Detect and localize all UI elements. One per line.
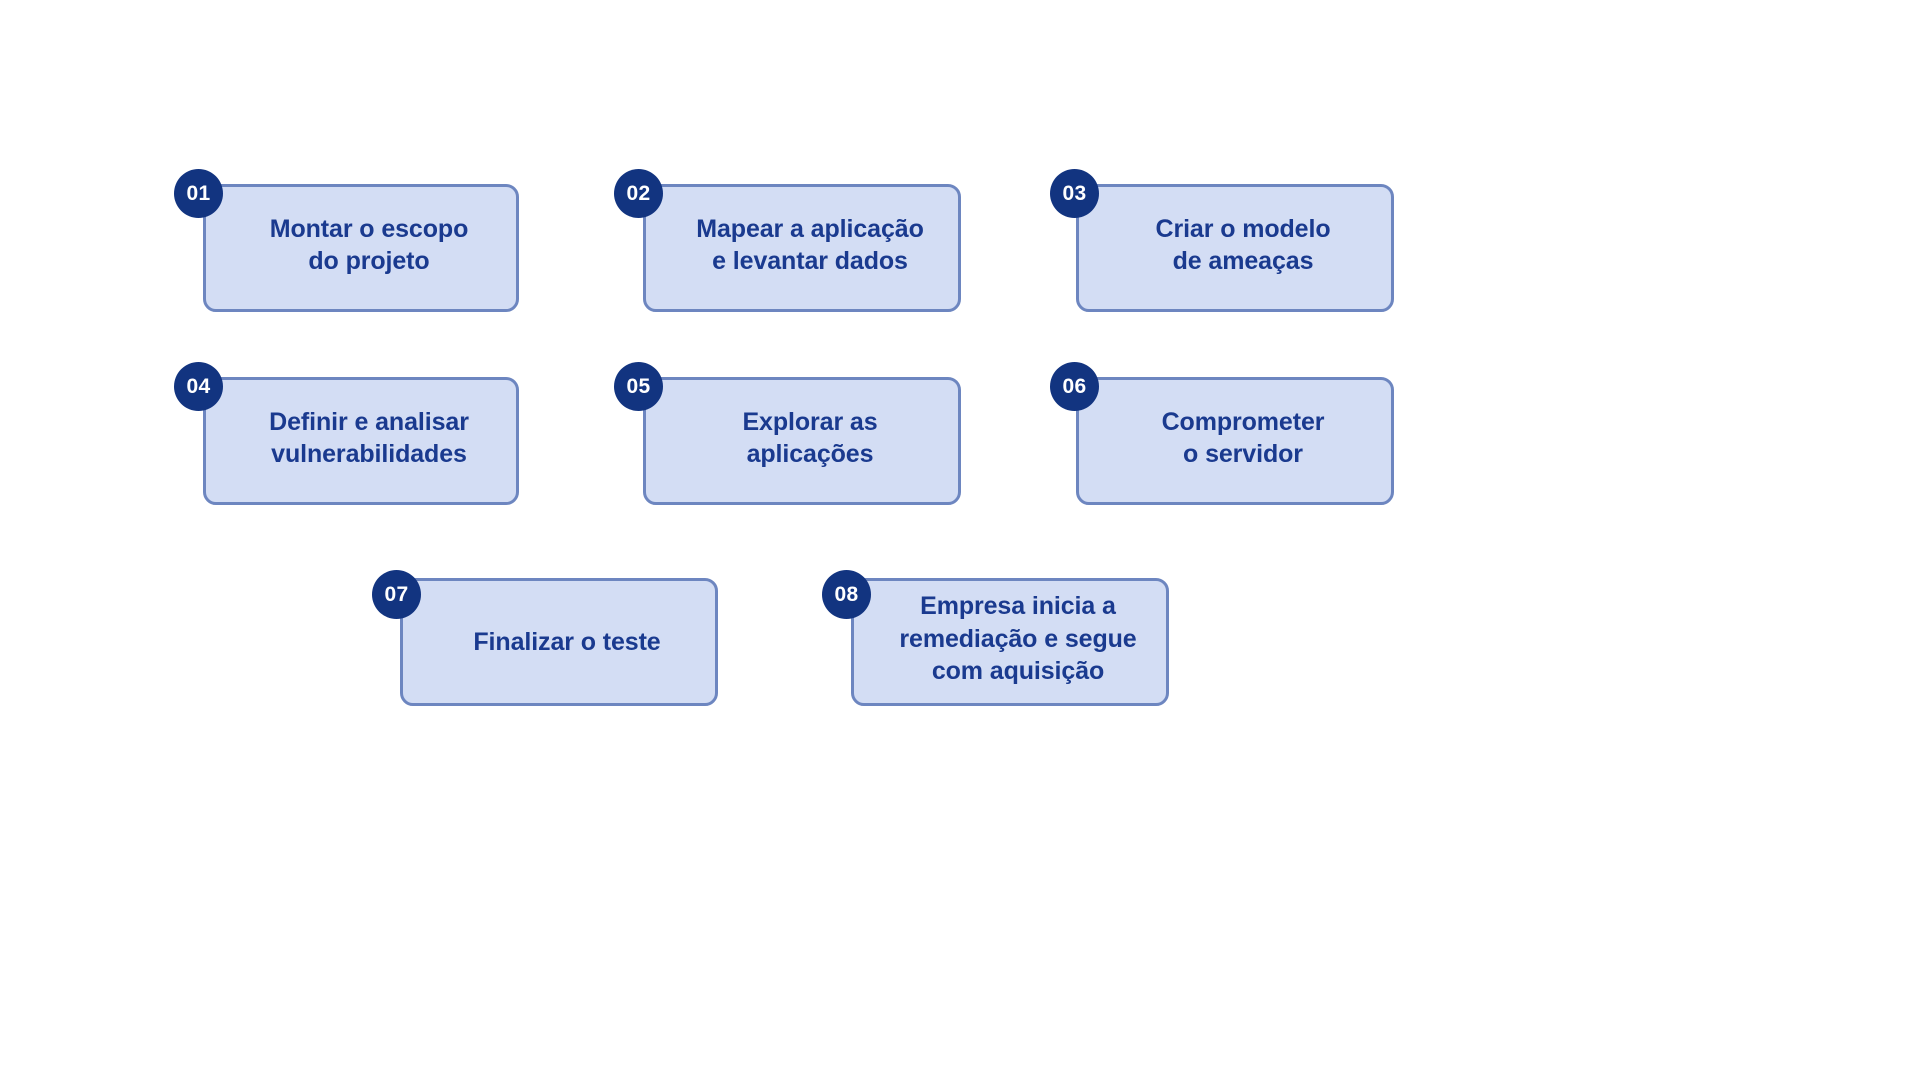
step-label-07: Finalizar o teste bbox=[473, 627, 661, 656]
step-badge-01[interactable]: 01 bbox=[174, 169, 223, 218]
step-label-04: Definir e analisar vulnerabilidades bbox=[269, 407, 469, 469]
step-number-02: 02 bbox=[626, 181, 651, 205]
step-badge-02[interactable]: 02 bbox=[614, 169, 663, 218]
step-number-07: 07 bbox=[384, 582, 409, 606]
step-label-08: Empresa inicia a remediação e segue com … bbox=[899, 592, 1137, 686]
step-badge-05[interactable]: 05 bbox=[614, 362, 663, 411]
step-card-06[interactable]: Comprometer o servidor bbox=[1076, 377, 1394, 505]
step-number-08: 08 bbox=[834, 582, 859, 606]
step-badge-03[interactable]: 03 bbox=[1050, 169, 1099, 218]
step-number-01: 01 bbox=[186, 181, 211, 205]
step-badge-04[interactable]: 04 bbox=[174, 362, 223, 411]
step-number-03: 03 bbox=[1062, 181, 1087, 205]
step-label-05: Explorar as aplicações bbox=[742, 407, 878, 469]
step-number-04: 04 bbox=[186, 374, 211, 398]
step-card-07[interactable]: Finalizar o teste bbox=[400, 578, 718, 706]
step-label-06: Comprometer o servidor bbox=[1161, 407, 1325, 469]
step-card-01[interactable]: Montar o escopo do projeto bbox=[203, 184, 519, 312]
step-card-08[interactable]: Empresa inicia a remediação e segue com … bbox=[851, 578, 1169, 706]
step-card-05[interactable]: Explorar as aplicações bbox=[643, 377, 961, 505]
step-badge-08[interactable]: 08 bbox=[822, 570, 871, 619]
step-badge-07[interactable]: 07 bbox=[372, 570, 421, 619]
step-number-06: 06 bbox=[1062, 374, 1087, 398]
step-label-03: Criar o modelo de ameaças bbox=[1155, 214, 1331, 276]
step-card-03[interactable]: Criar o modelo de ameaças bbox=[1076, 184, 1394, 312]
step-card-04[interactable]: Definir e analisar vulnerabilidades bbox=[203, 377, 519, 505]
step-card-02[interactable]: Mapear a aplicação e levantar dados bbox=[643, 184, 961, 312]
step-badge-06[interactable]: 06 bbox=[1050, 362, 1099, 411]
step-label-01: Montar o escopo do projeto bbox=[269, 214, 469, 276]
step-number-05: 05 bbox=[626, 374, 651, 398]
step-label-02: Mapear a aplicação e levantar dados bbox=[696, 214, 924, 276]
